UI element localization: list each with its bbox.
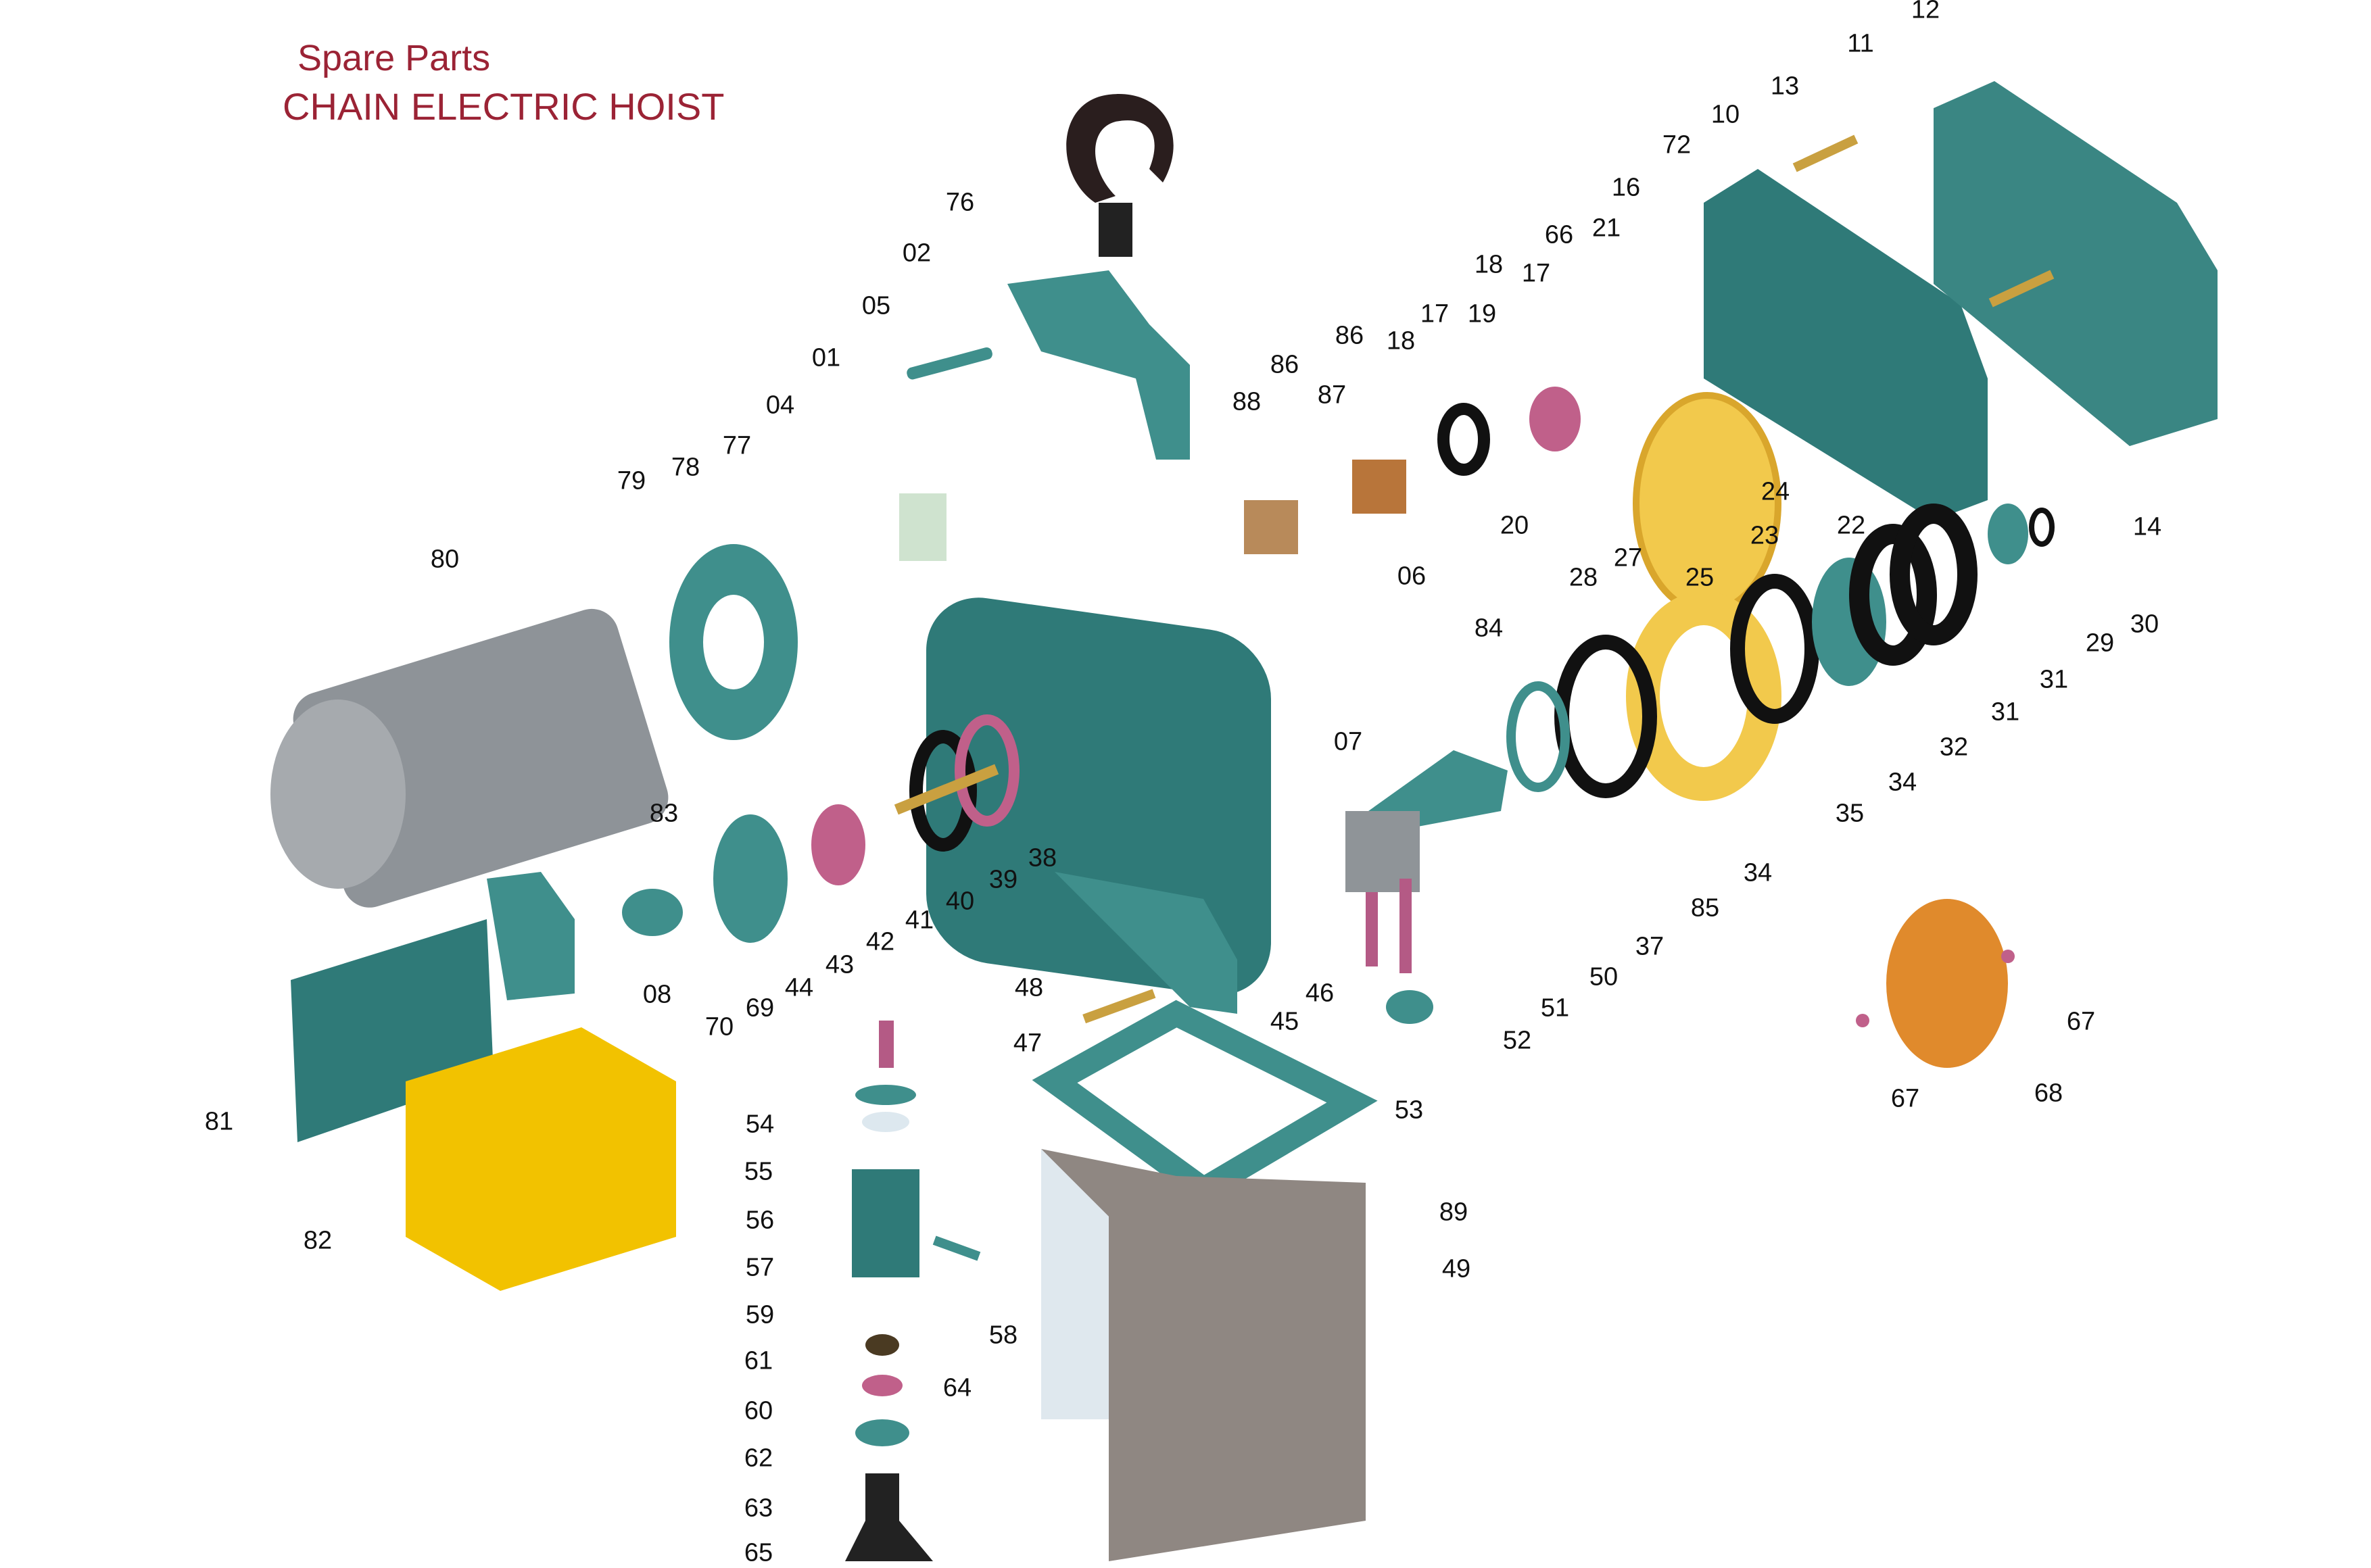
part-label-22: 22 — [1836, 511, 1866, 540]
title-chain-electric-hoist: CHAIN ELECTRIC HOIST — [283, 85, 725, 128]
hook-part — [1066, 94, 1174, 257]
part-label-43: 43 — [825, 950, 855, 979]
part-label-44: 44 — [784, 973, 814, 1002]
part-label-20: 20 — [1500, 511, 1529, 540]
part-label-18: 18 — [1474, 250, 1504, 279]
part-label-04: 04 — [765, 391, 795, 420]
title-spare-parts: Spare Parts — [297, 38, 491, 78]
part-label-39: 39 — [988, 865, 1018, 894]
part-label-10: 10 — [1710, 100, 1740, 129]
part-label-02: 02 — [902, 239, 932, 268]
part-label-80: 80 — [430, 545, 460, 574]
part-label-62: 62 — [744, 1444, 773, 1473]
part-label-34: 34 — [1743, 858, 1773, 887]
part-label-45: 45 — [1270, 1007, 1299, 1036]
part-label-07: 07 — [1333, 727, 1363, 756]
part-label-13: 13 — [1770, 72, 1800, 101]
part-label-81: 81 — [204, 1107, 234, 1136]
part-label-50: 50 — [1589, 962, 1619, 991]
part-label-72: 72 — [1662, 130, 1692, 160]
part-label-56: 56 — [745, 1206, 775, 1235]
part-label-19: 19 — [1467, 299, 1497, 328]
part-label-53: 53 — [1394, 1096, 1424, 1125]
part-label-35: 35 — [1835, 799, 1865, 828]
part-label-40: 40 — [945, 887, 975, 916]
part-label-58: 58 — [988, 1321, 1018, 1350]
part-label-31: 31 — [1990, 697, 2020, 727]
part-label-78: 78 — [671, 453, 700, 482]
part-label-12: 12 — [1911, 0, 1940, 24]
part-label-67: 67 — [2066, 1007, 2096, 1036]
part-label-08: 08 — [642, 980, 672, 1009]
part-label-89: 89 — [1439, 1198, 1468, 1227]
part-label-65: 65 — [744, 1538, 773, 1567]
part-label-28: 28 — [1568, 563, 1598, 592]
part-label-86: 86 — [1270, 350, 1299, 379]
part-label-06: 06 — [1397, 562, 1427, 591]
part-label-41: 41 — [905, 906, 934, 935]
part-label-67: 67 — [1890, 1084, 1920, 1113]
part-label-31: 31 — [2039, 665, 2069, 694]
part-label-64: 64 — [942, 1373, 972, 1402]
part-label-87: 87 — [1317, 381, 1347, 410]
part-label-60: 60 — [744, 1396, 773, 1425]
part-label-61: 61 — [744, 1346, 773, 1375]
part-label-49: 49 — [1441, 1254, 1471, 1283]
part-label-88: 88 — [1232, 387, 1262, 416]
part-label-57: 57 — [745, 1253, 775, 1282]
part-label-37: 37 — [1635, 932, 1665, 961]
bracket-part — [1007, 270, 1190, 460]
part-label-47: 47 — [1013, 1029, 1043, 1058]
part-label-82: 82 — [303, 1226, 333, 1255]
part-label-51: 51 — [1540, 994, 1570, 1023]
part-label-70: 70 — [704, 1012, 734, 1042]
motor-part — [270, 608, 669, 908]
part-label-66: 66 — [1544, 220, 1574, 249]
part-label-05: 05 — [861, 291, 891, 320]
part-label-27: 27 — [1613, 543, 1643, 572]
part-label-52: 52 — [1502, 1026, 1532, 1055]
part-label-42: 42 — [865, 927, 895, 956]
part-label-23: 23 — [1750, 521, 1779, 550]
part-label-68: 68 — [2034, 1079, 2063, 1108]
part-label-30: 30 — [2130, 610, 2159, 639]
part-label-54: 54 — [745, 1110, 775, 1139]
part-label-11: 11 — [1847, 29, 1874, 58]
part-label-63: 63 — [744, 1494, 773, 1523]
part-label-17: 17 — [1521, 259, 1551, 288]
part-label-18: 18 — [1386, 326, 1416, 356]
part-label-85: 85 — [1690, 893, 1720, 923]
part-label-25: 25 — [1685, 563, 1715, 592]
part-label-21: 21 — [1591, 214, 1621, 243]
part-label-29: 29 — [2085, 629, 2115, 658]
part-label-32: 32 — [1939, 733, 1969, 762]
part-label-86: 86 — [1335, 321, 1364, 350]
part-label-38: 38 — [1028, 843, 1057, 873]
part-label-77: 77 — [722, 431, 752, 460]
part-label-59: 59 — [745, 1300, 775, 1329]
part-label-55: 55 — [744, 1157, 773, 1186]
part-label-34: 34 — [1888, 768, 1917, 797]
part-label-46: 46 — [1305, 979, 1335, 1008]
part-label-84: 84 — [1474, 614, 1504, 643]
part-label-14: 14 — [2132, 512, 2162, 541]
part-label-01: 01 — [811, 343, 841, 372]
part-label-17: 17 — [1420, 299, 1450, 328]
part-label-76: 76 — [945, 188, 975, 217]
part-label-48: 48 — [1014, 973, 1044, 1002]
part-label-24: 24 — [1761, 477, 1790, 506]
part-label-69: 69 — [745, 994, 775, 1023]
part-label-16: 16 — [1611, 173, 1641, 202]
part-label-79: 79 — [617, 466, 646, 495]
part-label-83: 83 — [649, 799, 679, 828]
